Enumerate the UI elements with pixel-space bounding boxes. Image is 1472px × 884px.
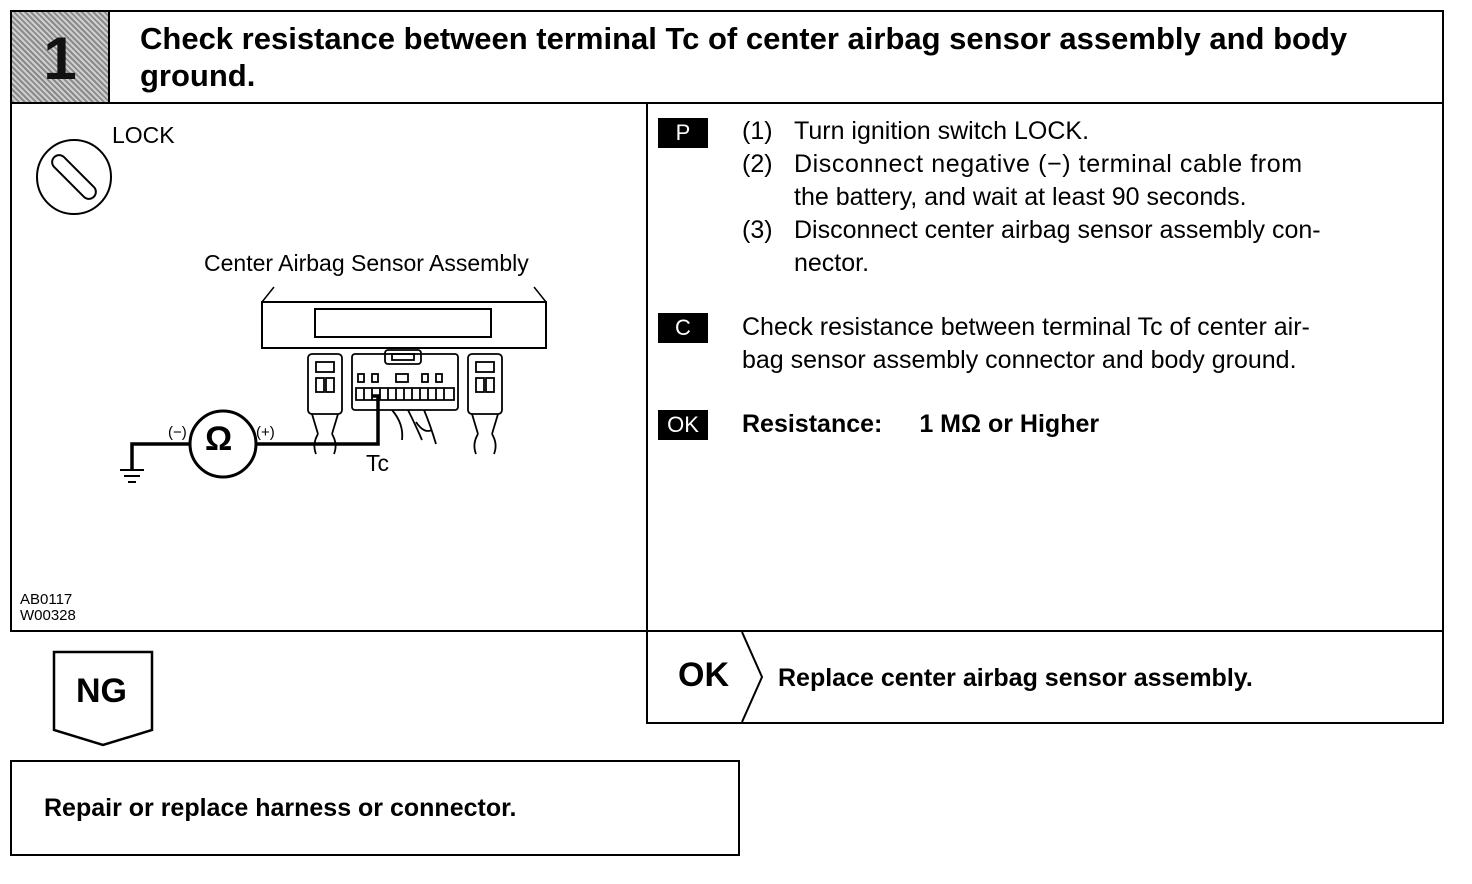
left-connector-icon (307, 353, 343, 455)
procedure-steps: (1) Turn ignition switch LOCK. (2) Disconn… (742, 115, 1432, 280)
resistance-spec: Resistance: 1 MΩ or Higher (742, 408, 1099, 441)
ok-arrow-divider (741, 632, 764, 722)
step-number: 1 (43, 25, 77, 92)
ground-symbol-icon (120, 469, 144, 483)
p-tag: P (658, 118, 708, 148)
ng-result-action: Repair or replace harness or connector. (44, 794, 517, 822)
sensor-assembly-icon (261, 301, 547, 349)
step-index: (3) (742, 216, 773, 244)
figure-code-2: W00328 (20, 607, 76, 624)
ignition-key-icon (36, 139, 112, 215)
procedure-step: (3) Disconnect center airbag sensor assem… (742, 214, 1432, 247)
figure-code-1: AB0117 (20, 591, 73, 608)
check-line: bag sensor assembly connector and body g… (742, 346, 1297, 374)
ok-result-label: OK (678, 656, 729, 694)
lock-label: LOCK (112, 122, 175, 148)
tc-terminal-label: Tc (366, 450, 389, 476)
step-index: (1) (742, 117, 773, 145)
step-number-box: 1 (12, 12, 110, 102)
ng-arrow-box (52, 650, 154, 747)
step-index: (2) (742, 150, 773, 178)
ng-result-label: NG (76, 672, 127, 710)
procedure-step: (1) Turn ignition switch LOCK. (742, 115, 1432, 148)
ok-tag: OK (658, 410, 708, 440)
check-instruction: Check resistance between terminal Tc of … (742, 311, 1432, 377)
ok-result-box (646, 630, 1444, 724)
procedure-step-continued: nector. (742, 247, 1432, 280)
procedure-step: (2) Disconnect negative (−) terminal cabl… (742, 148, 1432, 181)
step-text: nector. (794, 249, 870, 277)
minus-terminal-label: (−) (168, 424, 187, 441)
plus-terminal-label: (+) (256, 424, 275, 441)
resistance-label: Resistance: (742, 410, 883, 438)
wiring-diagram (36, 139, 547, 483)
procedure-step-continued: the battery, and wait at least 90 second… (742, 181, 1432, 214)
ohmmeter-icon (188, 409, 258, 479)
ok-result-action: Replace center airbag sensor assembly. (778, 664, 1253, 692)
step-text: Turn ignition switch LOCK. (794, 117, 1090, 145)
step-text: Disconnect center airbag sensor assembly… (794, 216, 1321, 244)
assembly-label: Center Airbag Sensor Assembly (204, 250, 529, 276)
step-text: the battery, and wait at least 90 second… (794, 183, 1247, 211)
ohm-symbol: Ω (205, 420, 233, 458)
check-line: Check resistance between terminal Tc of … (742, 313, 1310, 341)
step-title: Check resistance between terminal Tc of … (140, 21, 1348, 93)
c-tag: C (658, 313, 708, 343)
step-text: Disconnect negative (−) terminal cable f… (794, 150, 1303, 178)
right-connector-icon (467, 353, 503, 455)
center-connector-icon (351, 349, 459, 445)
ng-result-box (10, 760, 740, 856)
resistance-value: 1 MΩ or Higher (919, 410, 1100, 438)
